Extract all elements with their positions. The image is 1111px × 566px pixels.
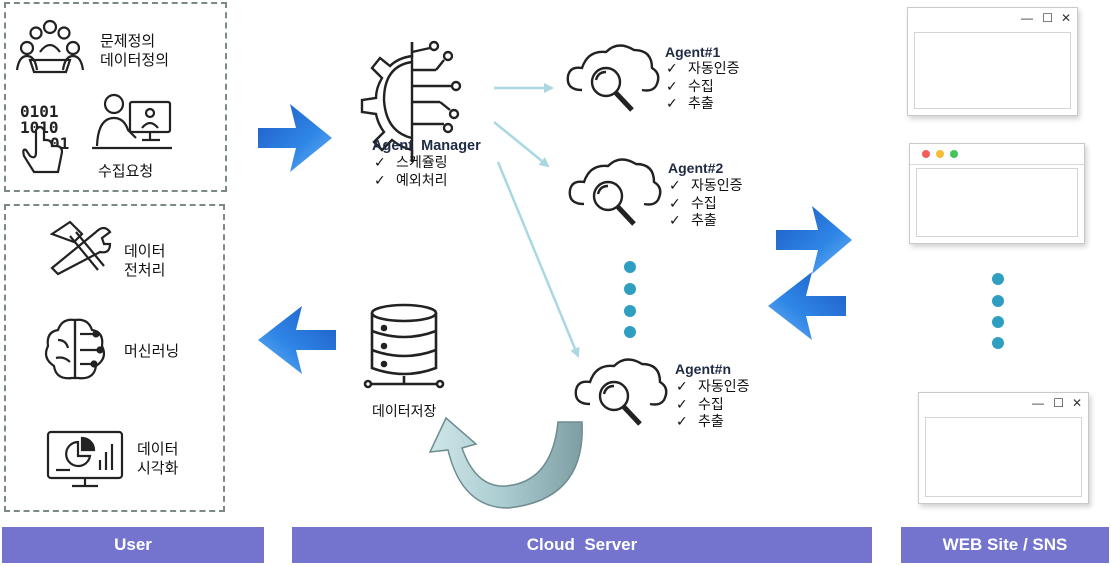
check-icon: ✓ xyxy=(374,171,386,188)
visualization-label: 데이터 시각화 xyxy=(137,441,179,477)
minimize-icon: — xyxy=(1032,396,1044,410)
agent-task-item: ✓자동인증 xyxy=(669,177,743,193)
agent-n-cloud-search-icon xyxy=(574,358,668,426)
window-titlebar xyxy=(910,144,1084,165)
agent-n-tasks: ✓자동인증 ✓수집 ✓추출 xyxy=(676,378,750,431)
binary-row-1: 0101 xyxy=(20,102,59,121)
database-icon xyxy=(363,303,445,389)
preprocessing-label: 데이터 전처리 xyxy=(124,243,166,279)
maximize-icon: ☐ xyxy=(1053,396,1064,410)
agent-task-item: ✓자동인증 xyxy=(666,60,740,76)
mac-close-icon xyxy=(922,150,930,158)
window-content xyxy=(916,168,1078,237)
user-analysis-panel xyxy=(4,204,225,512)
agent-task-item: ✓수집 xyxy=(669,194,717,211)
agents-ellipsis-dot xyxy=(624,326,636,338)
user-section-band: User xyxy=(2,527,264,563)
check-icon: ✓ xyxy=(669,194,681,211)
agent-task-item: ✓추출 xyxy=(666,95,714,111)
agent-manager-title: Agent Manager xyxy=(372,138,481,154)
agents-ellipsis-dot xyxy=(624,305,636,317)
agent-task-item: ✓수집 xyxy=(676,395,724,412)
agent-n-title: Agent#n xyxy=(675,361,731,377)
web-sns-section-band: WEB Site / SNS xyxy=(901,527,1109,563)
agent-task-item: ✓자동인증 xyxy=(676,378,750,394)
websites-ellipsis-dot xyxy=(992,273,1004,285)
check-icon: ✓ xyxy=(669,177,681,193)
user-request-panel xyxy=(4,2,227,192)
agent-1-tasks: ✓자동인증 ✓수집 ✓추출 xyxy=(666,60,740,113)
agents-ellipsis-dot xyxy=(624,261,636,273)
tools-icon xyxy=(49,220,112,276)
person-computer-icon xyxy=(92,93,172,150)
mac-minimize-icon xyxy=(936,150,944,158)
storage-loop-arrow xyxy=(428,416,583,509)
website-window-1: — ☐ ✕ xyxy=(907,7,1078,116)
agent-2-tasks: ✓자동인증 ✓수집 ✓추출 xyxy=(669,177,743,230)
check-icon: ✓ xyxy=(676,395,688,412)
manager-task-item: ✓예외처리 xyxy=(374,171,448,188)
check-icon: ✓ xyxy=(666,77,678,94)
agent-task-item: ✓수집 xyxy=(666,77,714,94)
window-content xyxy=(925,417,1082,497)
agent-task-item: ✓추출 xyxy=(669,212,717,228)
arrow-to-web xyxy=(776,206,852,274)
data-visualization-icon xyxy=(46,430,124,488)
minimize-icon: — xyxy=(1021,11,1033,25)
check-icon: ✓ xyxy=(676,378,688,394)
machine-learning-label: 머신러닝 xyxy=(124,343,180,360)
website-window-2 xyxy=(909,143,1085,244)
check-icon: ✓ xyxy=(666,95,678,111)
agent-manager-tasks: ✓스케쥴링 ✓예외처리 xyxy=(374,154,448,189)
close-icon: ✕ xyxy=(1071,396,1082,410)
websites-ellipsis-dot xyxy=(992,316,1004,328)
problem-definition-label: 문제정의 데이터정의 xyxy=(100,33,170,69)
agents-ellipsis-dot xyxy=(624,283,636,295)
window-titlebar: — ☐ ✕ xyxy=(919,393,1088,413)
close-icon: ✕ xyxy=(1060,11,1071,25)
websites-ellipsis-dot xyxy=(992,337,1004,349)
flow-line-agent-2 xyxy=(493,121,550,168)
website-window-3: — ☐ ✕ xyxy=(918,392,1089,504)
maximize-icon: ☐ xyxy=(1042,11,1053,25)
collection-request-label: 수집요청 xyxy=(98,163,154,180)
brain-circuit-icon xyxy=(44,318,106,380)
team-meeting-icon xyxy=(15,19,85,74)
manager-task-item: ✓스케쥴링 xyxy=(374,154,448,170)
cloud-server-section-band: Cloud Server xyxy=(292,527,872,563)
data-storage-label: 데이터저장 xyxy=(372,403,437,419)
check-icon: ✓ xyxy=(676,413,688,429)
arrow-from-web xyxy=(768,272,846,340)
flow-line-agent-n xyxy=(496,161,580,358)
agent-1-title: Agent#1 xyxy=(665,44,721,60)
check-icon: ✓ xyxy=(374,154,386,170)
window-titlebar: — ☐ ✕ xyxy=(908,8,1077,28)
mac-zoom-icon xyxy=(950,150,958,158)
arrow-to-user xyxy=(258,306,336,374)
agent-manager-gear-icon xyxy=(360,40,462,162)
websites-ellipsis-dot xyxy=(992,295,1004,307)
arrow-to-manager xyxy=(258,104,332,172)
agent-2-title: Agent#2 xyxy=(668,160,724,176)
agent-2-cloud-search-icon xyxy=(568,158,662,226)
window-content xyxy=(914,32,1071,109)
agent-task-item: ✓추출 xyxy=(676,413,724,429)
check-icon: ✓ xyxy=(666,60,678,76)
check-icon: ✓ xyxy=(669,212,681,228)
agent-1-cloud-search-icon xyxy=(566,44,660,112)
